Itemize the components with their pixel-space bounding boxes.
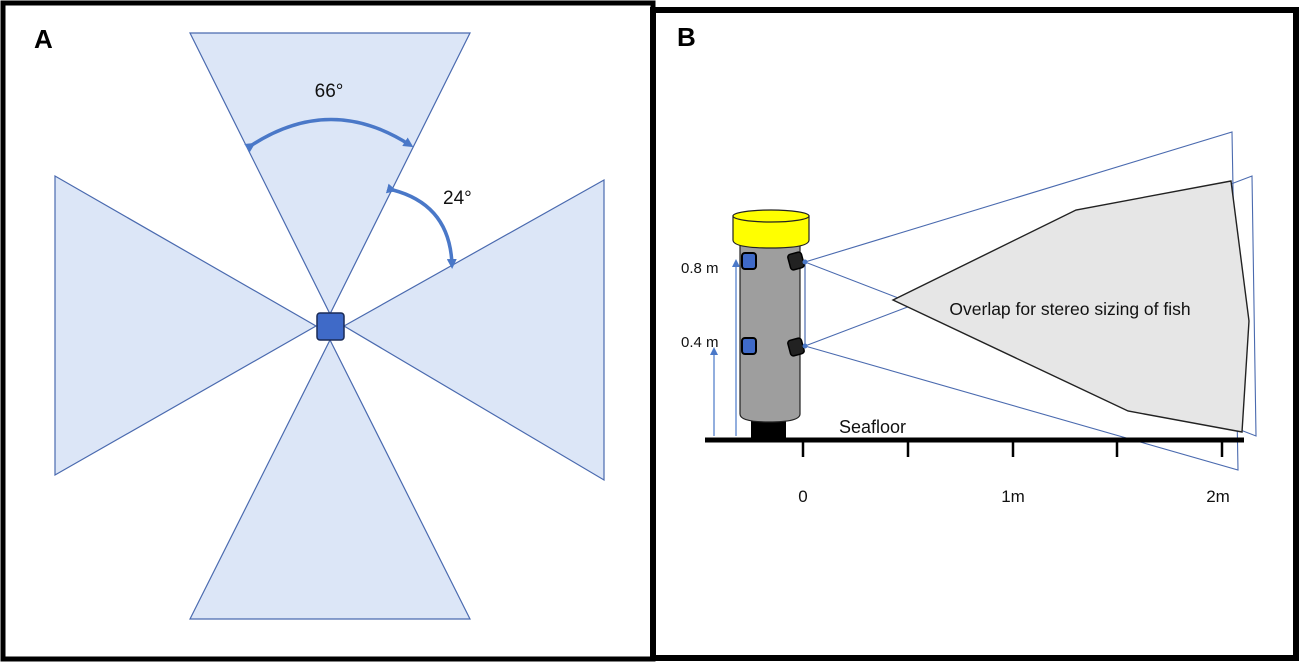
angle-arc-gap: [385, 183, 457, 269]
camera-cones: [54, 32, 605, 620]
stereo-frame: [732, 209, 810, 440]
panel-a-letter: A: [34, 24, 53, 54]
lens-upper: [802, 259, 808, 265]
camera-right-lower: [787, 337, 805, 357]
overlap-region: [891, 180, 1250, 433]
camera-left-upper: [741, 252, 757, 270]
scale-label-0: 0: [798, 487, 807, 506]
panel-b-border: [650, 7, 1299, 661]
height-lower-label: 0.4 m: [681, 334, 719, 351]
scale-label-2m: 2m: [1206, 487, 1230, 506]
height-upper-label: 0.8 m: [681, 260, 719, 277]
angle-arc-fov: [244, 117, 414, 153]
panel-b-letter: B: [677, 22, 696, 52]
overlap-label: Overlap for stereo sizing of fish: [949, 299, 1190, 319]
camera-left-lower: [741, 337, 757, 355]
cone-right: [342, 178, 605, 482]
frame-body: [739, 239, 801, 423]
lens-lower: [802, 343, 808, 349]
buoy-top: [732, 209, 810, 223]
seafloor-label: Seafloor: [839, 417, 906, 437]
cone-left: [54, 174, 318, 477]
scale-label-1m: 1m: [1001, 487, 1025, 506]
angle-fov-label: 66°: [315, 81, 344, 102]
angle-gap-label: 24°: [443, 188, 472, 209]
distance-scale: 0 1m 2m: [798, 440, 1230, 506]
buoy: [732, 215, 810, 249]
frame-base: [751, 418, 786, 440]
camera-unit: [316, 312, 345, 341]
cone-top: [189, 32, 471, 316]
camera-right-upper: [787, 251, 805, 271]
cone-bottom: [189, 338, 471, 620]
